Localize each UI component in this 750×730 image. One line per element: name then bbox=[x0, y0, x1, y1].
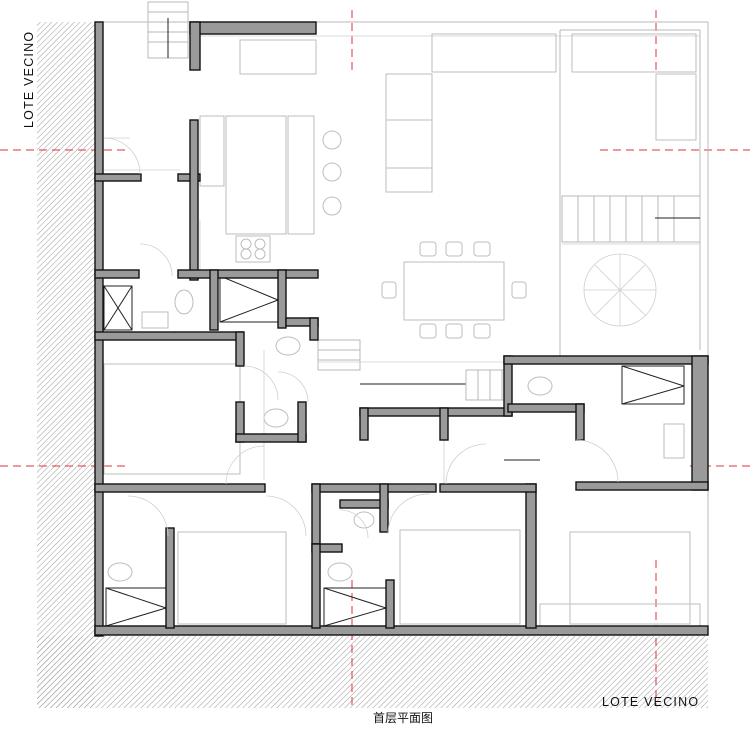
neighbor-lot-label-left: LOTE VECINO bbox=[22, 31, 36, 128]
walls bbox=[94, 21, 709, 637]
plan-caption: 首层平面图 bbox=[373, 711, 433, 725]
bedroom-furniture bbox=[103, 363, 701, 627]
interior-partitions bbox=[104, 137, 560, 486]
bathroom-fixtures bbox=[103, 275, 685, 627]
exterior-stair-right bbox=[561, 195, 701, 243]
dining-table bbox=[381, 241, 527, 339]
interior-stair bbox=[317, 339, 540, 461]
plant-icon bbox=[583, 253, 657, 327]
exterior-stair-top bbox=[147, 1, 189, 59]
door-swings bbox=[103, 137, 619, 539]
kitchen bbox=[199, 115, 342, 263]
neighbor-lot-label-bottom: LOTE VECINO bbox=[602, 695, 699, 709]
living-furniture bbox=[239, 33, 697, 193]
site-outline bbox=[102, 21, 709, 636]
neighbor-lot-hatch bbox=[37, 22, 708, 708]
